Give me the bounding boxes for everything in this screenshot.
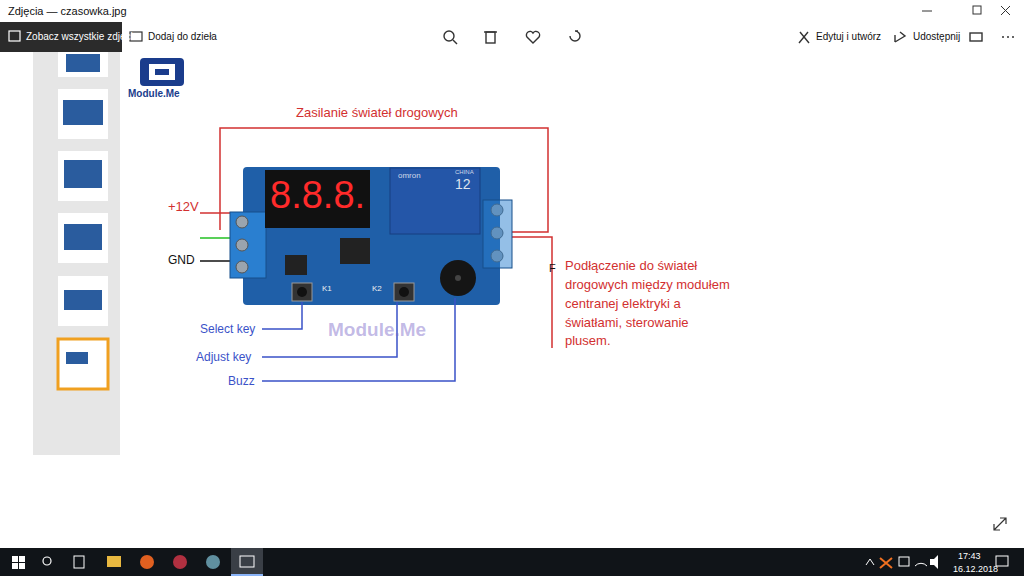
buzzer <box>440 260 476 296</box>
relay-text: CHINA <box>455 169 474 176</box>
chip <box>340 238 370 264</box>
button-cap <box>297 287 307 297</box>
thumbnails <box>58 52 108 389</box>
watermark: Module.Me <box>328 319 426 342</box>
relay-board <box>243 167 500 305</box>
leader-line <box>262 302 302 329</box>
more-dots <box>1002 36 1014 38</box>
toolbar-icons <box>444 31 982 44</box>
module-logo <box>140 58 184 86</box>
relay-brand: omron <box>398 171 421 181</box>
part-name: K2 <box>372 284 382 294</box>
photo-icon <box>9 31 20 41</box>
buzzer-hole <box>455 275 461 281</box>
leader-line <box>262 298 455 381</box>
signal-name: Adjust key <box>196 350 251 364</box>
logo-text: Module.Me <box>128 88 180 100</box>
part-name: K1 <box>322 284 332 294</box>
window-controls <box>922 6 1010 15</box>
taskbar <box>0 548 1024 576</box>
relay <box>390 168 480 234</box>
title-bar <box>0 0 1024 22</box>
button-label: Edytuj i utwórz <box>816 31 881 43</box>
filmstrip <box>33 52 120 455</box>
input-terminal <box>230 212 266 278</box>
button-cap <box>399 287 409 297</box>
button-label: Dodaj do dzieła <box>148 31 217 43</box>
button-k1 <box>292 283 312 301</box>
signal-name: Buzz <box>228 374 255 388</box>
note-text: Podłączenie do świateł drogowych między … <box>565 257 730 351</box>
part-name: F <box>549 262 556 275</box>
wire-label: Zasilanie świateł drogowych <box>296 105 458 121</box>
output-terminal <box>483 200 512 268</box>
window-title: Zdjęcia — czasowka.jpg <box>8 5 127 18</box>
light-wire <box>512 237 552 348</box>
clock-date: 16.12.2018 <box>953 564 998 575</box>
button-label: Zobacz wszystkie zdjęcia <box>26 31 138 43</box>
button-k2 <box>394 283 414 301</box>
relay-voltage: 12 <box>455 176 471 193</box>
display-digits: 8.8.8. <box>270 175 365 217</box>
button-label: Udostępnij <box>913 31 960 43</box>
expand-icon <box>994 518 1006 530</box>
pin-name: GND <box>168 253 195 267</box>
chip <box>285 255 307 275</box>
pin-name: +12V <box>168 199 199 215</box>
toolbar <box>0 22 1024 52</box>
plus-wire <box>200 212 234 214</box>
trigger-wire <box>200 237 234 239</box>
signal-name: Select key <box>200 322 255 336</box>
clock-time: 17:43 <box>958 551 981 562</box>
ground-wire <box>200 260 234 262</box>
led-display <box>265 170 370 228</box>
taskbar-icons <box>12 548 1008 576</box>
